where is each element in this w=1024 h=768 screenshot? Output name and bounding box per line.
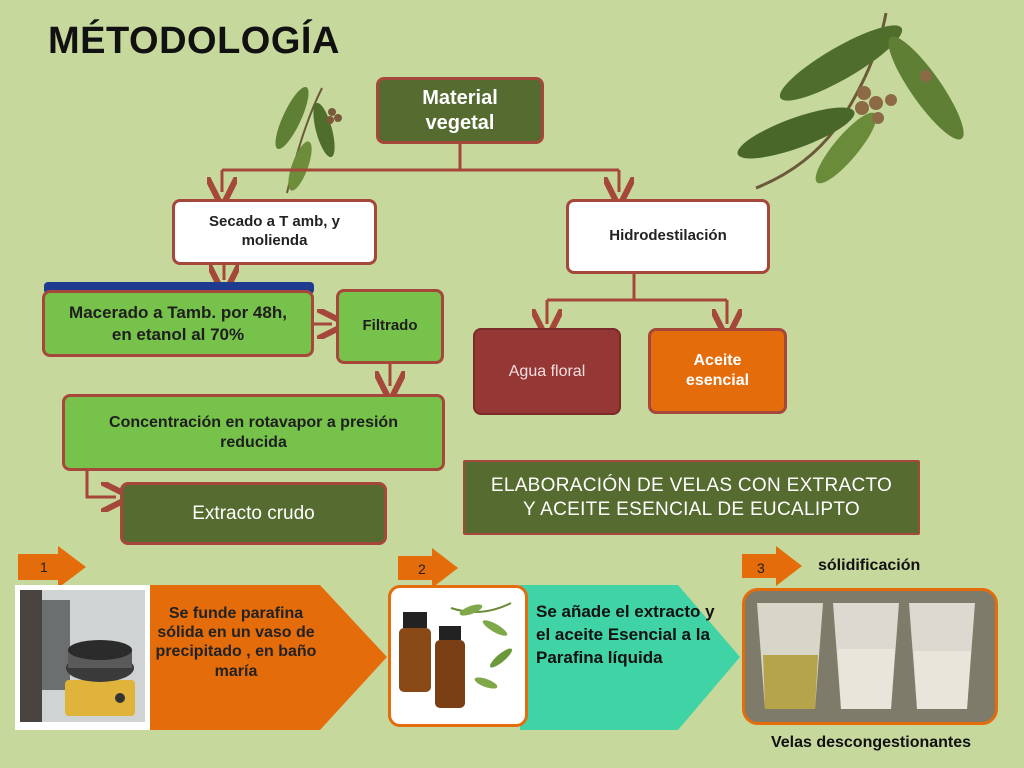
agua-floral-box: Agua floral [473, 328, 621, 415]
extracto-crudo-box: Extracto crudo [120, 482, 387, 545]
candles-photo-frame [742, 588, 998, 725]
hidrodestilacion-box: Hidrodestilación [566, 199, 770, 274]
step-2-text: Se añade el extracto y el aceite Esencia… [536, 602, 715, 667]
step-1-arrow [18, 546, 86, 588]
eucalyptus-branch-small-icon [275, 86, 342, 194]
step-2-number: 2 [418, 561, 426, 577]
concentracion-box: Concentración en rotavapor a presión red… [62, 394, 445, 471]
essential-oil-photo-frame [388, 585, 528, 727]
step-3-caption: Velas descongestionantes [770, 734, 972, 751]
step-2-arrow [398, 548, 458, 588]
macerado-box: Macerado a Tamb. por 48h, en etanol al 7… [42, 290, 314, 357]
step-1-text: Se funde parafina sólida en un vaso de p… [155, 605, 317, 680]
filtrado-box: Filtrado [336, 289, 444, 364]
step-3-arrow [742, 546, 802, 586]
step-3-label: sólidificación [818, 557, 921, 574]
oil-bottles-photo [399, 602, 513, 708]
candles-photo [745, 591, 995, 722]
material-vegetal-box: Material vegetal [376, 77, 544, 144]
eucalyptus-branch-large-icon [737, 12, 964, 190]
secado-box: Secado a T amb, y molienda [172, 199, 377, 265]
step-3-number: 3 [757, 560, 765, 576]
elaboracion-banner: ELABORACIÓN DE VELAS CON EXTRACTO Y ACEI… [463, 460, 920, 535]
step-1-number: 1 [40, 559, 48, 575]
step-2-band [520, 585, 740, 730]
aceite-esencial-box: Aceite esencial [648, 328, 787, 414]
page-title: MÉTODOLOGÍA [48, 20, 340, 62]
melting-equipment-photo [20, 590, 145, 722]
